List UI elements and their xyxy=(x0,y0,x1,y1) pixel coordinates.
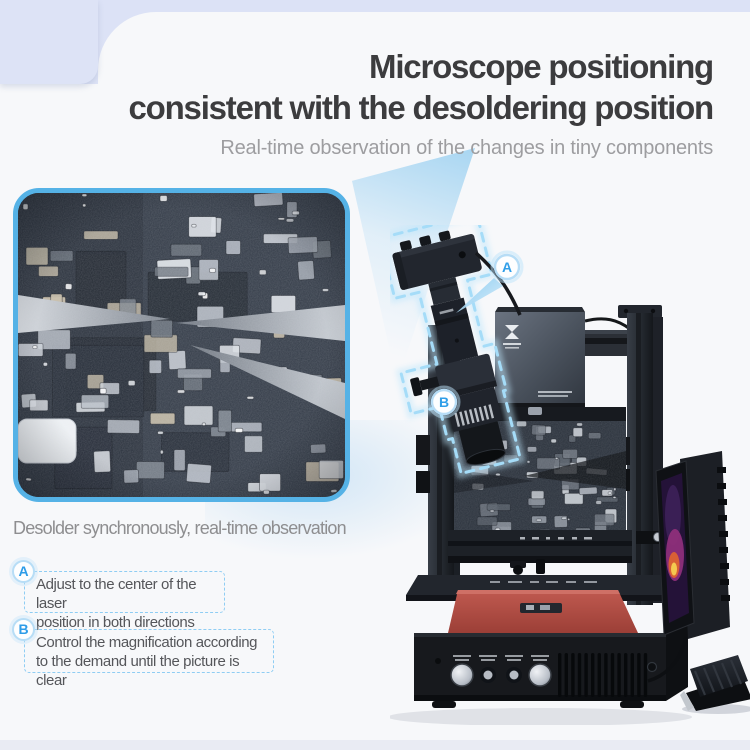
pcb-macro-photo xyxy=(13,188,350,502)
photo-caption: Desolder synchronously, real-time observ… xyxy=(13,518,347,538)
callout-b-text: Control the magnification according to t… xyxy=(24,629,274,689)
dashed-highlight-outline xyxy=(390,225,522,475)
thumb-screw xyxy=(410,377,423,397)
brand-logo xyxy=(503,325,521,349)
machine-illustration: A B xyxy=(390,225,750,725)
crossbar xyxy=(448,530,632,575)
knob-labels xyxy=(453,655,549,661)
light-fixture xyxy=(536,559,545,574)
badge-b: B xyxy=(427,385,461,419)
pcb-photo-graphic xyxy=(18,193,345,497)
cable xyxy=(584,317,631,331)
title-line-2: consistent with the desoldering position xyxy=(128,89,714,126)
microscope xyxy=(390,225,526,479)
monitor-cable xyxy=(647,636,688,683)
control-knob xyxy=(450,663,474,687)
machine-base xyxy=(414,623,688,708)
badge-a-pointer xyxy=(456,278,503,313)
control-knob xyxy=(528,663,552,687)
callout-a-text: Adjust to the center of the laser positi… xyxy=(24,571,225,631)
machine-shadow xyxy=(390,708,692,725)
svg-text:A: A xyxy=(502,259,512,275)
content-card-top xyxy=(98,12,750,102)
corner-tab-decoration xyxy=(0,0,98,84)
svg-text:B: B xyxy=(439,394,449,410)
vent-slots xyxy=(558,653,648,697)
callout-b-badge: B xyxy=(12,618,35,641)
callout-a-badge: A xyxy=(12,560,35,583)
foot-pedal xyxy=(680,655,750,711)
header: Microscope positioning consistent with t… xyxy=(0,46,714,160)
page-title: Microscope positioning consistent with t… xyxy=(0,46,714,128)
monitor xyxy=(636,451,730,683)
heating-mat xyxy=(448,590,638,633)
laser-nozzle xyxy=(528,407,542,415)
title-line-1: Microscope positioning xyxy=(369,48,714,85)
badge-a: A xyxy=(490,250,524,284)
subtitle: Real-time observation of the changes in … xyxy=(220,137,713,159)
